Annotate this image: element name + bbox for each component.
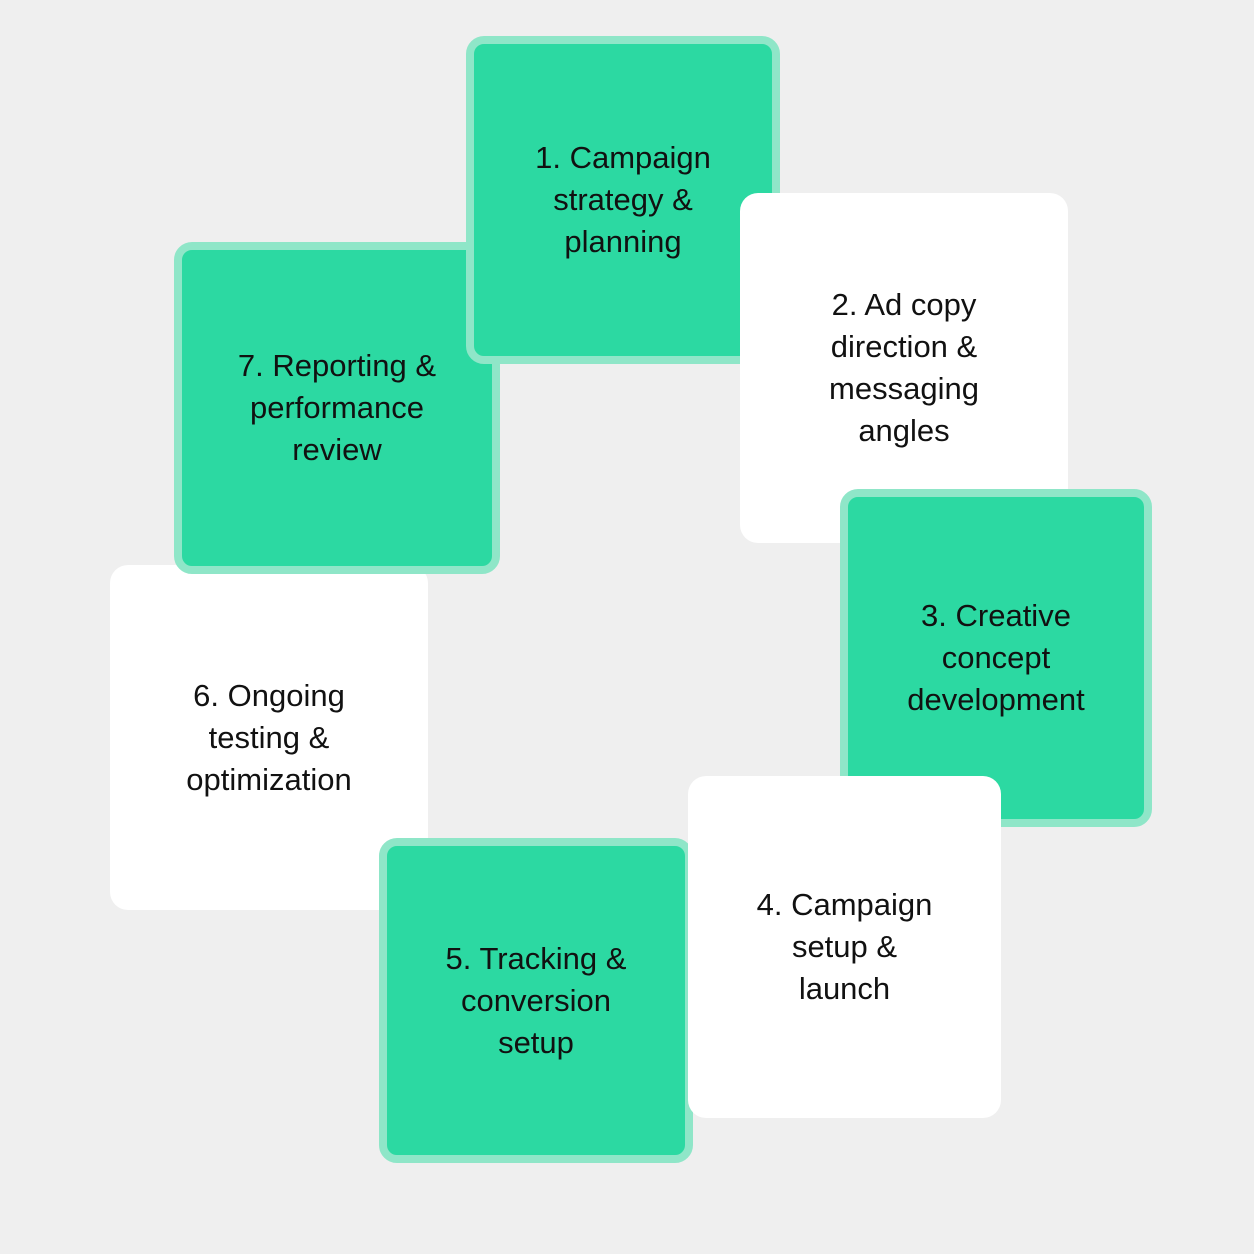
step-card-4: 4. Campaign setup & launch (688, 776, 1001, 1118)
step-card-7: 7. Reporting & performance review (174, 242, 500, 574)
step-card-3: 3. Creative concept development (840, 489, 1152, 827)
step-label-7: 7. Reporting & performance review (237, 348, 437, 467)
step-label-5: 5. Tracking & conversion setup (445, 940, 627, 1060)
step-label-4: 4. Campaign setup & launch (756, 887, 933, 1006)
step-label-3: 3. Creative concept development (907, 598, 1085, 717)
step-label-2: 2. Ad copy direction & messaging angles (829, 287, 979, 448)
step-card-5: 5. Tracking & conversion setup (379, 838, 693, 1163)
step-card-1: 1. Campaign strategy & planning (466, 36, 780, 364)
step-label-1: 1. Campaign strategy & planning (535, 140, 711, 259)
step-card-6: 6. Ongoing testing & optimization (110, 565, 428, 910)
step-label-6: 6. Ongoing testing & optimization (186, 677, 352, 797)
step-card-2: 2. Ad copy direction & messaging angles (740, 193, 1068, 543)
